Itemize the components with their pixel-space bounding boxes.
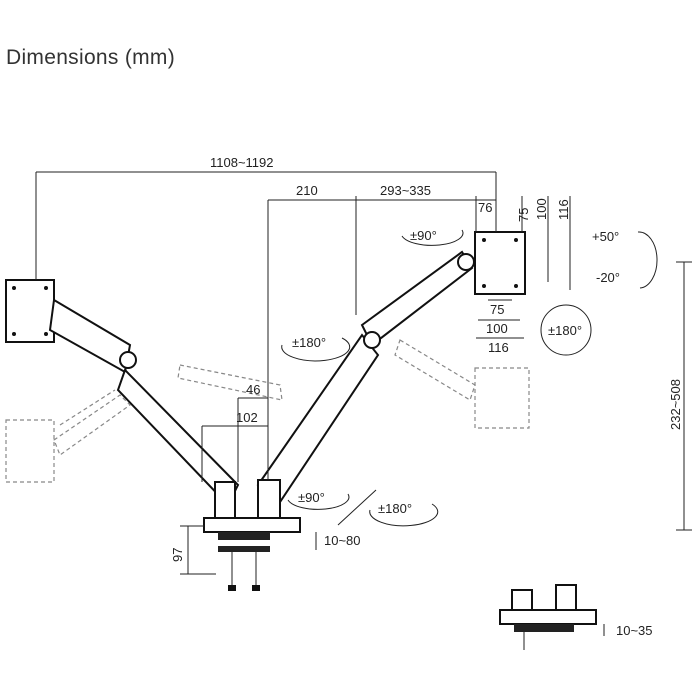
ghost-arm-right xyxy=(177,339,530,429)
label-height-range: 232~508 xyxy=(668,379,683,430)
rotate-circle xyxy=(540,304,592,356)
label-rotate: ±180° xyxy=(548,323,582,338)
swivel-top-arc xyxy=(401,229,464,246)
base-swivel-1-arc xyxy=(287,493,350,510)
label-total-width: 1108~1192 xyxy=(210,155,274,170)
desk-clamp xyxy=(203,517,301,591)
label-vesa-offset: 76 xyxy=(478,200,492,215)
label-vesa-100-v: 100 xyxy=(534,198,549,220)
label-vesa-100-h: 100 xyxy=(486,321,508,336)
label-vesa-116-v: 116 xyxy=(556,199,571,220)
label-base-swivel-1: ±90° xyxy=(298,490,325,505)
label-base-swivel-2: ±180° xyxy=(378,501,412,516)
monitor-plate-left xyxy=(5,279,55,343)
label-tilt-up: +50° xyxy=(592,229,619,244)
rotation-indicators: ±90° +50° -20° ±180° ±180° ±90° ±180° xyxy=(281,228,658,527)
arm-right xyxy=(256,250,475,523)
label-arm-rotate: ±180° xyxy=(292,335,326,350)
label-pole-to-joint: 210 xyxy=(296,183,318,198)
label-offset-46: 46 xyxy=(246,382,260,397)
label-vesa-116-h: 116 xyxy=(488,340,509,355)
label-swivel-top: ±90° xyxy=(410,228,437,243)
label-vesa-75-v: 75 xyxy=(516,208,531,222)
base-swivel-2-arc xyxy=(369,503,439,527)
label-offset-102: 102 xyxy=(236,410,258,425)
arm-left xyxy=(48,298,240,523)
monitor-plate-right xyxy=(474,231,526,295)
ghost-arm-left xyxy=(5,389,131,483)
label-arm-reach: 293~335 xyxy=(380,183,431,198)
dimension-lines: 1108~1192 210 293~335 76 75 100 116 75 1… xyxy=(35,155,692,638)
label-base-height: 97 xyxy=(170,548,185,562)
tilt-arc xyxy=(637,231,658,289)
label-tilt-down: -20° xyxy=(596,270,620,285)
grommet-inset xyxy=(499,584,597,650)
label-clamp-range: 10~80 xyxy=(324,533,361,548)
page-title: Dimensions (mm) xyxy=(6,46,176,69)
arm-rotate-arc xyxy=(281,337,351,362)
label-vesa-75-h: 75 xyxy=(490,302,504,317)
label-grommet-range: 10~35 xyxy=(616,623,653,638)
